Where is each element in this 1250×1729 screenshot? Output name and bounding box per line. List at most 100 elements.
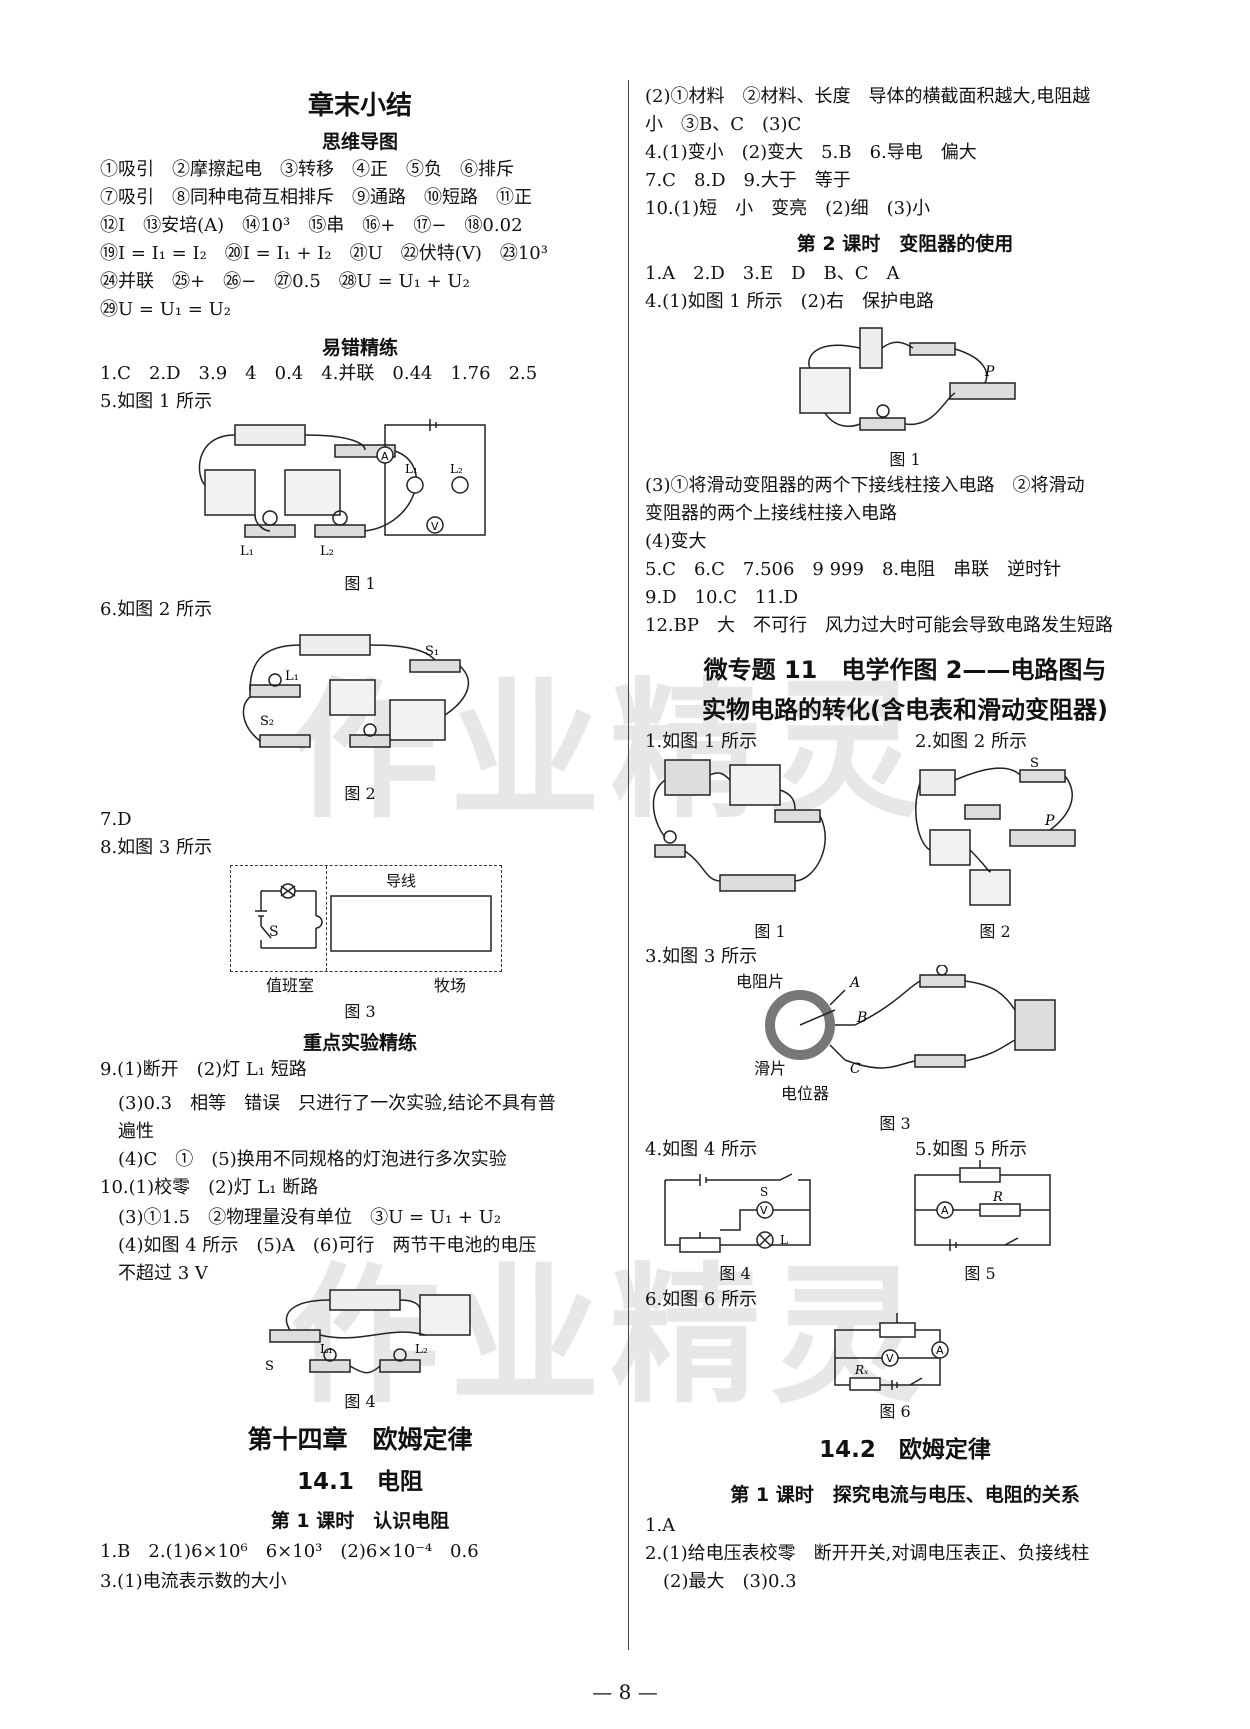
topic-title: 微专题 11 电学作图 2——电路图与 — [703, 656, 1107, 684]
topic-figure-2: S P — [915, 756, 1076, 906]
text-line: 1.B 2.(1)6×10⁶ 6×10³ (2)6×10⁻⁴ 0.6 — [100, 1541, 479, 1562]
svg-text:Rₓ: Rₓ — [854, 1363, 869, 1377]
text-line: 2.如图 2 所示 — [915, 731, 1028, 752]
figure-caption: 图 3 — [879, 1114, 911, 1133]
svg-text:S₂: S₂ — [260, 714, 274, 729]
svg-text:L₂: L₂ — [415, 1342, 428, 1356]
topic-figure-1 — [652, 759, 826, 892]
section-14-2-title: 14.2 欧姆定律 — [819, 1437, 991, 1463]
svg-text:S₁: S₁ — [425, 644, 439, 659]
svg-text:L: L — [780, 1233, 788, 1247]
svg-text:L₂: L₂ — [450, 462, 463, 476]
svg-text:L₁: L₁ — [285, 669, 299, 684]
text-line: 9.D 10.C 11.D — [645, 587, 799, 608]
label-switch: S — [269, 924, 279, 940]
topic-figure-4: V S L — [664, 1173, 811, 1253]
text-line: 1.A — [645, 1515, 676, 1536]
text-line: 5.如图 1 所示 — [100, 391, 213, 412]
svg-text:A: A — [381, 450, 389, 463]
label-room: 值班室 — [265, 976, 314, 995]
text-line: ⑫I ⑬安培(A) ⑭10³ ⑮串 ⑯+ ⑰− ⑱0.02 — [100, 215, 523, 236]
svg-text:V: V — [886, 1352, 894, 1365]
text-line: ⑦吸引 ⑧同种电荷互相排斥 ⑨通路 ⑩短路 ⑪正 — [100, 187, 532, 208]
text-line: ㉔并联 ㉕+ ㉖− ㉗0.5 ㉘U = U₁ + U₂ — [100, 271, 470, 292]
text-line: 5.如图 5 所示 — [915, 1139, 1028, 1160]
text-line: 10.(1)短 小 变亮 (2)细 (3)小 — [645, 198, 931, 219]
label-slider: 滑片 — [753, 1059, 786, 1078]
svg-text:A: A — [941, 1204, 949, 1217]
svg-text:S: S — [760, 1185, 768, 1199]
figure-4-circuit: S L₁ L₂ — [265, 1289, 471, 1374]
svg-text:V: V — [431, 520, 439, 533]
text-line: 3.如图 3 所示 — [645, 946, 758, 967]
text-line: 变阻器的两个上接线柱接入电路 — [645, 503, 897, 524]
svg-text:R: R — [992, 1190, 1003, 1205]
figure-caption: 图 4 — [344, 1392, 376, 1411]
text-line: 5.C 6.C 7.506 9 999 8.电阻 串联 逆时针 — [645, 559, 1062, 580]
label-farm: 牧场 — [433, 976, 466, 995]
text-line: 12.BP 大 不可行 风力过大时可能会导致电路发生短路 — [645, 615, 1113, 636]
figure-caption: 图 1 — [889, 450, 921, 469]
section-title: 章末小结 — [307, 91, 412, 121]
text-line: 9.(1)断开 (2)灯 L₁ 短路 — [100, 1059, 307, 1080]
lesson-2-title: 第 2 课时 变阻器的使用 — [796, 233, 1014, 255]
text-line: 2.(1)给电压表校零 断开开关,对调电压表正、负接线柱 — [645, 1543, 1090, 1564]
svg-text:S: S — [1030, 756, 1039, 771]
text-line: (4)C ① (5)换用不同规格的灯泡进行多次实验 — [100, 1149, 507, 1170]
figure-caption: 图 4 — [719, 1264, 751, 1283]
topic-figure-6: V A Rₓ — [834, 1313, 949, 1391]
svg-text:L₁: L₁ — [240, 544, 254, 559]
text-line: 4.(1)如图 1 所示 (2)右 保护电路 — [645, 291, 935, 312]
svg-text:S: S — [265, 1359, 274, 1374]
section-14-1-title: 14.1 电阻 — [297, 1469, 423, 1495]
svg-text:A: A — [936, 1344, 944, 1357]
topic-title: 实物电路的转化(含电表和滑动变阻器) — [702, 696, 1108, 724]
svg-text:P: P — [1044, 813, 1055, 829]
figure-2-circuit: L₁ S₂ S₁ — [242, 634, 470, 748]
text-line: ㉙U = U₁ = U₂ — [100, 299, 231, 320]
text-line: 小 ③B、C (3)C — [645, 114, 802, 135]
figure-1-circuit: A V L₁ L₂ L₁ L₂ — [198, 419, 486, 559]
figure-caption: 图 5 — [964, 1264, 996, 1283]
lesson-3-title: 第 1 课时 探究电流与电压、电阻的关系 — [730, 1484, 1080, 1506]
svg-text:L₁: L₁ — [405, 462, 418, 476]
figure-caption: 图 3 — [344, 1002, 376, 1021]
mindmap-heading: 思维导图 — [321, 131, 398, 153]
svg-text:L₁: L₁ — [320, 1342, 333, 1356]
text-line: (3)0.3 相等 错误 只进行了一次实验,结论不具有普 — [100, 1093, 556, 1114]
label-wire: 导线 — [386, 872, 417, 890]
page-number: — 8 — — [592, 1680, 658, 1704]
text-line: 不超过 3 V — [100, 1263, 208, 1284]
text-line: (2)最大 (3)0.3 — [645, 1571, 797, 1592]
text-line: (3)①1.5 ②物理量没有单位 ③U = U₁ + U₂ — [100, 1207, 502, 1228]
text-line: 1.如图 1 所示 — [645, 731, 758, 752]
text-line: 3.(1)电流表示数的大小 — [100, 1571, 287, 1592]
figure-caption: 图 2 — [979, 922, 1011, 941]
text-line: (3)①将滑动变阻器的两个下接线柱接入电路 ②将滑动 — [645, 475, 1085, 496]
watermark: 作业精灵 — [290, 1250, 931, 1424]
svg-text:V: V — [760, 1204, 768, 1217]
figure-3-diagram: S 导线 — [230, 865, 502, 972]
errors-heading: 易错精练 — [321, 337, 398, 359]
pot-c-label: C — [850, 1061, 861, 1077]
label-resistor-sheet: 电阻片 — [735, 972, 784, 991]
figure-caption: 图 1 — [344, 574, 376, 593]
text-line: (4)变大 — [645, 531, 707, 552]
text-line: ⑲I = I₁ = I₂ ⑳I = I₁ + I₂ ㉑U ㉒伏特(V) ㉓10³ — [100, 243, 548, 264]
text-line: 1.C 2.D 3.9 4 0.4 4.并联 0.44 1.76 2.5 — [100, 363, 538, 384]
figure-caption: 图 2 — [344, 784, 376, 803]
pot-b-label: B — [856, 1010, 867, 1026]
text-line: 10.(1)校零 (2)灯 L₁ 断路 — [100, 1177, 319, 1198]
text-line: 1.A 2.D 3.E D B、C A — [645, 263, 900, 284]
text-line: (2)①材料 ②材料、长度 导体的横截面积越大,电阻越 — [645, 86, 1091, 107]
exp-heading: 重点实验精练 — [302, 1032, 417, 1054]
text-line: ①吸引 ②摩擦起电 ③转移 ④正 ⑤负 ⑥排斥 — [100, 159, 514, 180]
text-line: 6.如图 6 所示 — [645, 1289, 758, 1310]
column-divider — [628, 80, 629, 1650]
text-line: 7.D — [100, 809, 132, 830]
text-line: 7.C 8.D 9.大于 等于 — [645, 170, 851, 191]
text-line: 遍性 — [100, 1121, 154, 1142]
pot-a-label: A — [848, 975, 860, 991]
figure-caption: 图 6 — [879, 1402, 911, 1421]
svg-text:L₂: L₂ — [320, 544, 334, 559]
